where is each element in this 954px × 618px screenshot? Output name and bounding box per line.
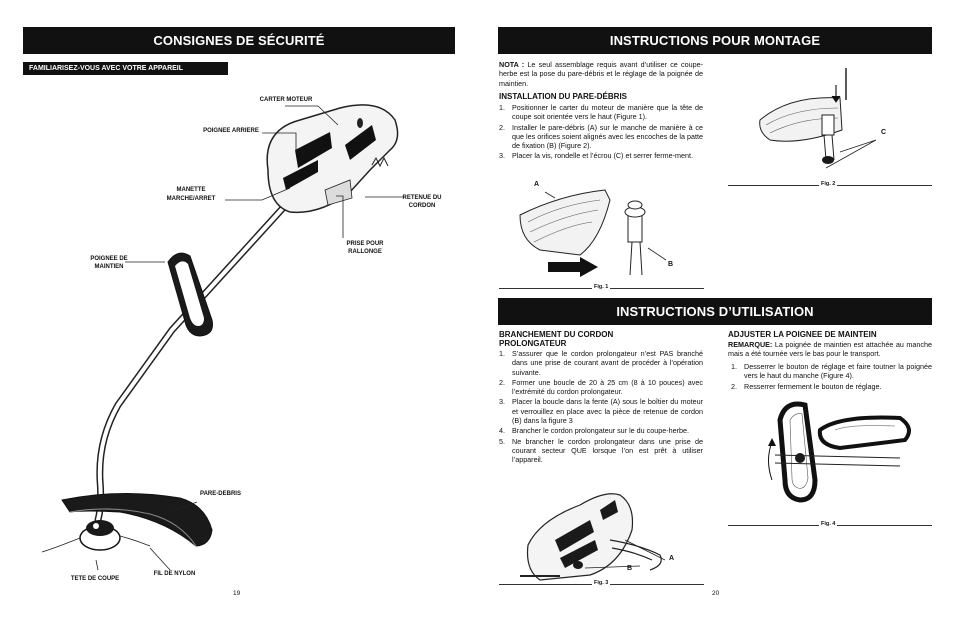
adjuster-steps: 1.Desserrer le bouton de réglage et fair… xyxy=(731,362,932,392)
fig3-caption: Fig. 3 xyxy=(592,580,611,586)
label-carter-moteur: CARTER MOTEUR xyxy=(259,97,313,103)
branchement-step: 1.S’assurer que le cordon prolongateur n… xyxy=(499,349,703,377)
nylon-line xyxy=(41,535,151,553)
adjuster-step: 2.Resserrer fermement le bouton de régla… xyxy=(731,381,882,391)
fig1-caption: Fig. 1 xyxy=(592,284,611,290)
fig2-caption: Fig. 2 xyxy=(819,181,838,187)
label-manette-2: MARCHE/ARRET xyxy=(166,196,216,202)
branchement-heading-1: BRANCHEMENT DU CORDON xyxy=(499,330,614,339)
label-prise-1: PRISE POUR xyxy=(346,241,384,247)
fig4-caption: Fig. 4 xyxy=(819,521,838,527)
left-page-banner: CONSIGNES DE SÉCURITÉ xyxy=(23,27,455,54)
branchement-steps: 1.S’assurer que le cordon prolongateur n… xyxy=(499,349,703,466)
remarque-text: La poignée de maintien est attachée au m… xyxy=(728,340,932,359)
label-poignee-arriere: POIGNEE ARRIERE xyxy=(203,128,259,134)
adjuster-step: 1.Desserrer le bouton de réglage et fair… xyxy=(731,362,932,381)
fig1-label-a: A xyxy=(534,181,540,188)
label-poignee-maintien-1: POIGNEE DE xyxy=(90,256,128,262)
utilisation-banner: INSTRUCTIONS D’UTILISATION xyxy=(498,298,932,325)
adjuster-heading: ADJUSTER LA POIGNEE DE MAINTEIN xyxy=(728,330,877,339)
left-page-subbanner: FAMILIARISEZ-VOUS AVEC VOTRE APPAREIL xyxy=(23,62,228,75)
label-poignee-maintien-2: MAINTIEN xyxy=(94,264,124,270)
montage-step: 1.Positionner le carter du moteur de man… xyxy=(499,103,703,122)
debris-guard xyxy=(61,492,213,547)
nota-paragraph: NOTA : Le seul assemblage requis avant d… xyxy=(499,60,703,88)
remarque-label: REMARQUE: xyxy=(728,340,773,349)
fig3-label-b: B xyxy=(627,565,633,572)
nota-text: Le seul assemblage requis avant d’utilis… xyxy=(499,60,703,88)
branchement-step: 3.Placer la boucle dans la fente (A) sou… xyxy=(499,397,703,426)
label-tete-coupe: TETE DE COUPE xyxy=(70,576,120,582)
branchement-step: 2.Former une boucle de 20 à 25 cm (8 à 1… xyxy=(499,377,703,397)
fig2-label-c: C xyxy=(881,129,887,136)
branchement-step: 4.Brancher le cordon prolongateur sur le… xyxy=(499,426,690,436)
fig1-label-b: B xyxy=(668,261,674,268)
branchement-step: 5.Ne brancher le cordon prolongateur dan… xyxy=(499,436,703,465)
label-retenue-1: RETENUE DU xyxy=(402,195,442,201)
montage-steps: 1.Positionner le carter du moteur de man… xyxy=(499,103,703,162)
installation-heading: INSTALLATION DU PARE-DÉBRIS xyxy=(499,92,627,101)
montage-step: 3.Placer la vis, rondelle et l’écrou (C)… xyxy=(499,151,693,161)
fig3-label-a: A xyxy=(669,555,675,562)
branchement-heading-2: PROLONGATEUR xyxy=(499,339,567,348)
label-fil-nylon: FIL DE NYLON xyxy=(153,571,196,577)
label-prise-2: RALLONGE xyxy=(348,249,382,255)
nota-label: NOTA : xyxy=(499,60,525,69)
remarque-paragraph: REMARQUE: La poignée de maintien est att… xyxy=(728,340,932,359)
page-number-right: 20 xyxy=(712,590,720,597)
montage-step: 2.Installer le pare-débris (A) sur le ma… xyxy=(499,122,703,151)
label-retenue-2: CORDON xyxy=(408,203,436,209)
label-manette-1: MANETTE xyxy=(176,187,206,193)
label-pare-debris: PARE-DEBRIS xyxy=(200,491,241,497)
montage-banner: INSTRUCTIONS POUR MONTAGE xyxy=(498,27,932,54)
page-number-left: 19 xyxy=(233,590,241,597)
